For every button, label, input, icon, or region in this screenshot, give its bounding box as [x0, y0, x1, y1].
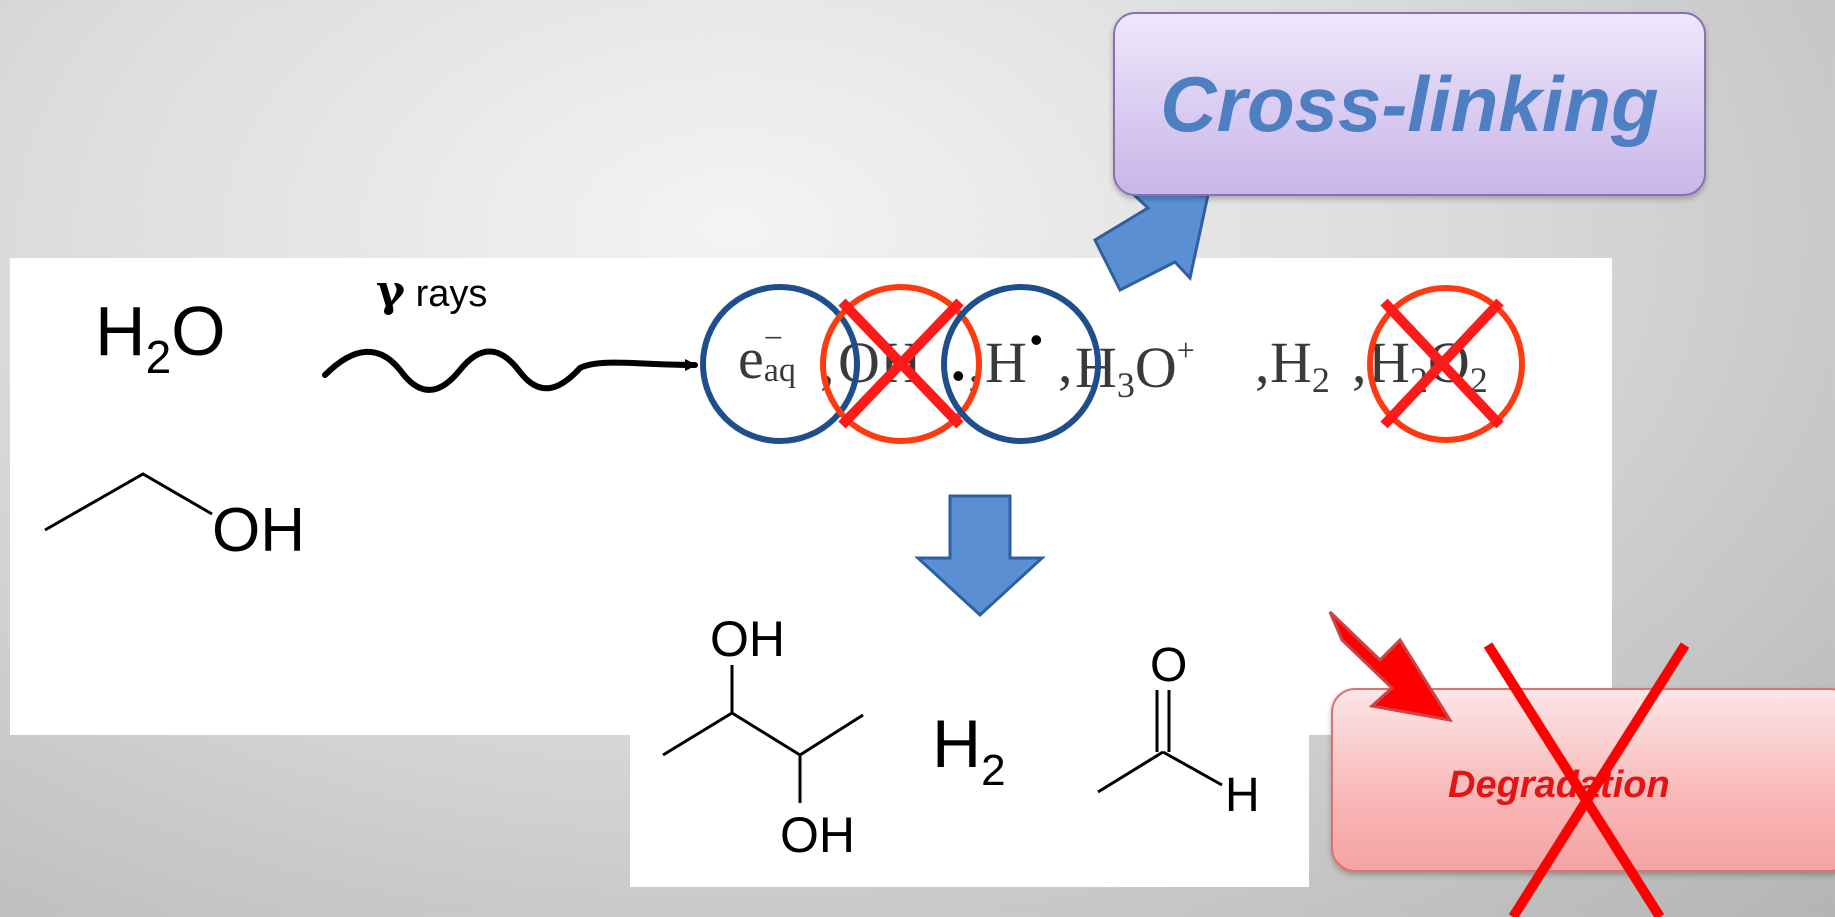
crosslinking-box: Cross-linking — [1113, 12, 1706, 196]
water-formula: H2O — [95, 292, 226, 383]
separator-5: , — [1352, 330, 1367, 395]
red-x-peroxide-b — [1380, 298, 1504, 429]
species-e-aq: e−aq — [738, 320, 796, 391]
ethanol-oh-label: OH — [212, 496, 305, 565]
products-panel — [630, 735, 1309, 887]
hydroxyl-radical-dot: • — [952, 355, 965, 396]
degradation-label: Degradation — [1448, 764, 1670, 806]
blue-circle-e-aq — [700, 284, 860, 444]
species-hydrogen-radical: H — [985, 330, 1027, 395]
acetaldehyde-h-label: H — [1225, 769, 1260, 822]
blue-circle-hydrogen-radical — [941, 284, 1101, 444]
gamma-label: γ rays — [376, 266, 488, 317]
red-circle-hydroxyl — [820, 284, 982, 444]
degradation-box: Degradation — [1331, 688, 1835, 872]
separator-4: , — [1255, 330, 1270, 395]
red-circle-peroxide — [1367, 285, 1525, 443]
hydrogen-gas-formula: H2 — [932, 706, 1006, 795]
crosslinking-label: Cross-linking — [1160, 59, 1659, 148]
butanediol-oh-top: OH — [710, 611, 785, 667]
separator-3: , — [1058, 330, 1073, 395]
reaction-panel — [10, 258, 1612, 735]
red-x-hydroxyl-b — [838, 298, 964, 429]
hydrogen-radical-dot: • — [1030, 319, 1043, 360]
butanediol-oh-bottom: OH — [780, 807, 855, 863]
acetaldehyde-o-label: O — [1150, 639, 1188, 692]
species-hydrogen: H2 — [1270, 330, 1330, 400]
